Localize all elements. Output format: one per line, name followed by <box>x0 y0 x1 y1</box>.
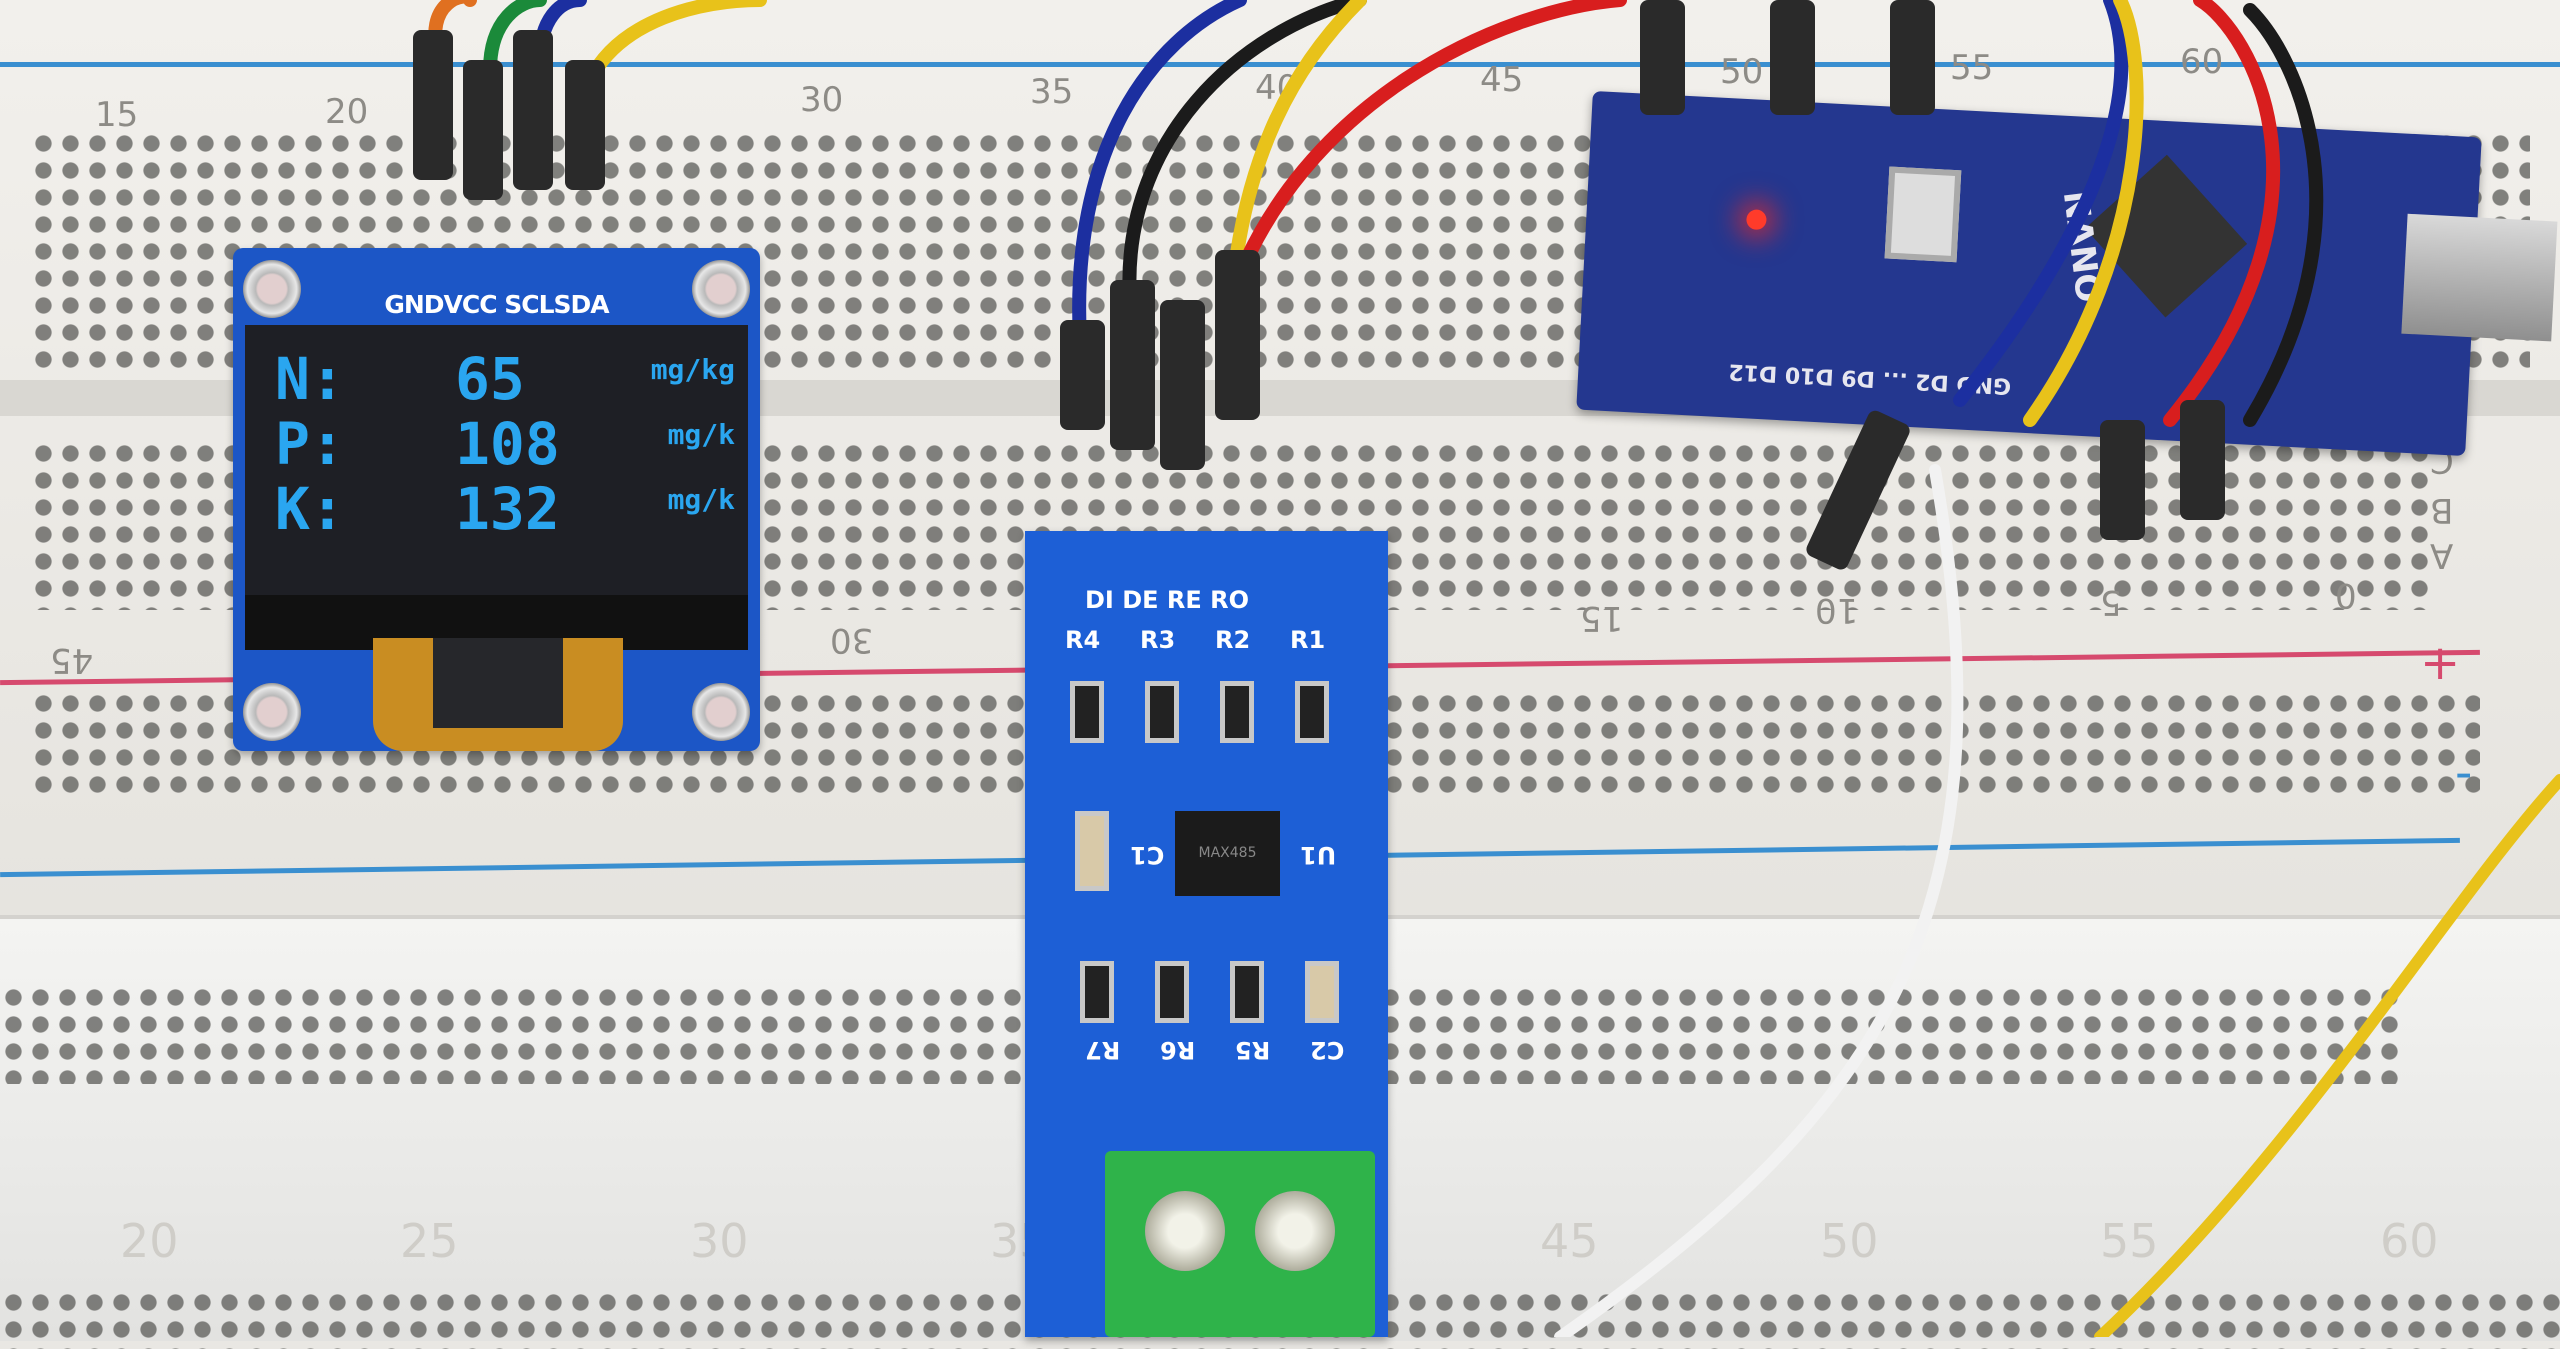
resistor <box>1080 961 1114 1023</box>
oled-display-module: GNDVCC SCLSDA N: 65 mg/kg P: 108 mg/k K:… <box>233 248 760 751</box>
wire-white <box>1554 464 1964 1337</box>
column-number: 30 <box>800 80 844 120</box>
column-number: 20 <box>325 92 369 132</box>
wire-green <box>483 0 547 77</box>
wire-red <box>1223 0 1627 307</box>
jumper-connector <box>2180 400 2225 520</box>
jumper-connector <box>1770 0 1815 115</box>
column-number: 50 <box>1820 1214 1879 1268</box>
wire-red <box>2163 0 2281 427</box>
column-number: 55 <box>1950 48 1994 88</box>
oled-screen: N: 65 mg/kg P: 108 mg/k K: 132 mg/k <box>245 325 748 650</box>
jumper-connector <box>413 30 453 180</box>
reading-label: N: <box>275 345 345 413</box>
max485-chip: MAX485 <box>1175 811 1280 896</box>
terminal-screw[interactable] <box>1255 1191 1335 1271</box>
column-number: 45 <box>1540 1214 1599 1268</box>
resistor <box>1220 681 1254 743</box>
column-number: 45 <box>1480 60 1524 100</box>
column-number: 25 <box>400 1214 459 1268</box>
rail-blue-top <box>0 62 2560 67</box>
column-number: 15 <box>95 95 139 135</box>
resistor <box>1230 961 1264 1023</box>
mounting-hole <box>243 683 301 741</box>
resistor-label: R4 <box>1065 626 1101 654</box>
screw-terminal <box>1105 1151 1375 1337</box>
capacitor <box>1305 961 1339 1023</box>
column-number: 60 <box>2380 1214 2439 1268</box>
reading-label: K: <box>275 475 345 543</box>
wire-black <box>2243 3 2324 427</box>
rail-plus-label: + <box>2420 635 2461 691</box>
wire-blue <box>1072 0 1247 347</box>
mounting-hole <box>692 683 750 741</box>
resistor-label: R1 <box>1290 626 1326 654</box>
capacitor <box>1075 811 1109 891</box>
column-number: 50 <box>1720 52 1764 92</box>
resistor <box>1155 961 1189 1023</box>
reading-value: 65 <box>455 345 525 413</box>
wire-yellow <box>583 0 767 87</box>
reading-potassium: K: 132 mg/k <box>275 475 735 545</box>
resistor <box>1145 681 1179 743</box>
reading-unit: mg/kg <box>650 353 735 386</box>
wire-yellow <box>2023 0 2144 427</box>
reading-unit: mg/k <box>667 483 735 516</box>
mounting-hole <box>692 260 750 318</box>
wire-black <box>1122 0 1367 307</box>
column-number: 35 <box>1030 72 1074 112</box>
jumper-connector <box>1060 320 1105 430</box>
reading-label: P: <box>275 410 345 478</box>
rs485-module: DI DE RE RO R4 R3 R2 R1 C1 MAX485 U1 R7 … <box>1025 531 1388 1337</box>
jumper-connector <box>513 30 553 190</box>
mounting-hole <box>243 260 301 318</box>
jumper-connector <box>1160 300 1205 470</box>
jumper-connector <box>463 60 503 200</box>
rs485-pin-labels: DI DE RE RO <box>1085 586 1249 614</box>
jumper-connector <box>1890 0 1935 115</box>
jumper-connector <box>1806 410 1910 570</box>
reading-unit: mg/k <box>667 418 735 451</box>
resistor-label: R2 <box>1215 626 1251 654</box>
column-number: 20 <box>120 1214 179 1268</box>
resistor <box>1070 681 1104 743</box>
wire-blue <box>1953 0 2129 407</box>
reading-phosphorus: P: 108 mg/k <box>275 410 735 480</box>
jumper-connector <box>1110 280 1155 450</box>
resistor-label: R3 <box>1140 626 1176 654</box>
jumper-connector <box>565 60 605 190</box>
column-number: 60 <box>2180 42 2224 82</box>
rail-minus-label: - <box>2455 745 2473 801</box>
wire-yellow <box>2094 774 2560 1337</box>
terminal-screw[interactable] <box>1145 1191 1225 1271</box>
column-number: 30 <box>690 1214 749 1268</box>
column-number: 55 <box>2100 1214 2159 1268</box>
jumper-connector <box>2100 420 2145 540</box>
reading-value: 132 <box>455 475 560 543</box>
resistor <box>1295 681 1329 743</box>
oled-pin-labels: GNDVCC SCLSDA <box>384 290 609 319</box>
reading-value: 108 <box>455 410 560 478</box>
jumper-connector <box>1215 250 1260 420</box>
jumper-connector <box>1640 0 1685 115</box>
flex-cable <box>373 638 623 751</box>
reading-nitrogen: N: 65 mg/kg <box>275 345 735 415</box>
